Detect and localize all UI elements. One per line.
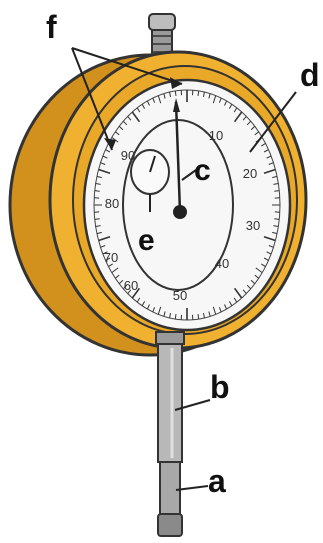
dial-number-70: 70	[104, 250, 118, 265]
label-e: e	[138, 224, 155, 257]
dial-tick	[175, 314, 176, 319]
dial-tick	[198, 91, 199, 96]
label-c: c	[194, 154, 211, 187]
dial-number-20: 20	[243, 166, 257, 181]
dial-number-10: 10	[209, 128, 223, 143]
dial-tick	[274, 219, 279, 220]
dial-tick	[274, 191, 279, 192]
dial-tick	[198, 314, 199, 319]
label-d: d	[300, 57, 320, 93]
dial-number-60: 60	[124, 278, 138, 293]
dial-number-80: 80	[105, 196, 119, 211]
dial-tick	[175, 91, 176, 96]
measuring-stem	[156, 332, 184, 536]
dial-number-40: 40	[215, 256, 229, 271]
dial-number-50: 50	[173, 288, 187, 303]
label-b: b	[210, 369, 230, 405]
dial-tick	[95, 191, 100, 192]
dial-number-30: 30	[246, 218, 260, 233]
label-a: a	[208, 463, 226, 499]
dial-tick	[95, 219, 100, 220]
label-f: f	[46, 9, 57, 45]
